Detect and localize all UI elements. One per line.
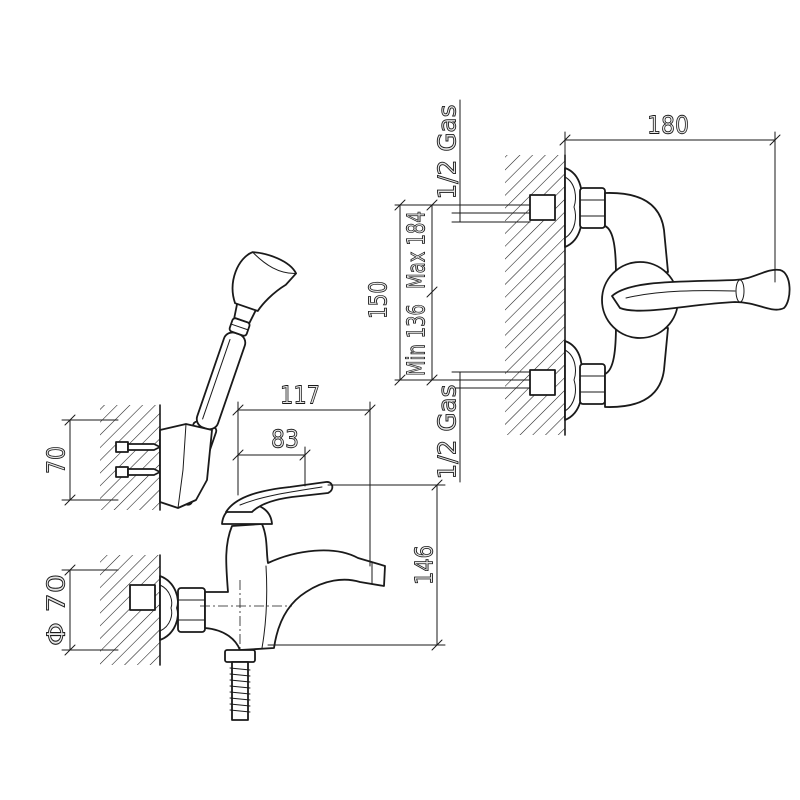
dimension-tick bbox=[394, 374, 406, 386]
front-view bbox=[505, 154, 791, 436]
dim-label-depth-spout: 83 bbox=[271, 425, 299, 454]
screw-shank bbox=[127, 443, 161, 451]
mixer-body-seam bbox=[261, 565, 268, 649]
screw-head bbox=[115, 466, 129, 478]
front-upper-nut bbox=[579, 187, 606, 229]
dim-label-center-distance: 150 bbox=[364, 281, 393, 319]
dimension-tick bbox=[426, 199, 438, 211]
dim-label-rosette-diameter: Φ 70 bbox=[42, 574, 71, 646]
thread-line bbox=[229, 691, 251, 695]
dim-label-max: Max 184 bbox=[402, 211, 431, 289]
dim-label-holder-height: 70 bbox=[42, 446, 71, 474]
dim-label-min: Min 136 bbox=[402, 304, 431, 376]
dim-label-height: 146 bbox=[410, 545, 439, 585]
dim-label-depth-total: 117 bbox=[280, 381, 320, 410]
dimension-tick bbox=[394, 199, 406, 211]
thread-line bbox=[229, 673, 251, 677]
hand-shower-collar-band bbox=[230, 323, 249, 331]
side-escutcheon bbox=[159, 575, 179, 641]
front-lower-nut bbox=[579, 363, 606, 405]
front-lever-groove bbox=[625, 290, 736, 299]
front-dimensions: 180 1/2 Gas Max 184 150 Min 136 1/2 Gas bbox=[363, 99, 781, 483]
dimension-tick bbox=[64, 414, 76, 426]
thread-line bbox=[229, 679, 251, 683]
hand-shower-head bbox=[231, 251, 297, 312]
front-lower-escutcheon-edge bbox=[564, 349, 576, 412]
thread-line bbox=[229, 667, 251, 671]
hand-shower-holder-bracket bbox=[159, 423, 213, 509]
dimension-tick bbox=[364, 404, 376, 416]
thread-line bbox=[229, 697, 251, 701]
front-upper-escutcheon-edge bbox=[564, 176, 576, 239]
hand-shower-grip-detail bbox=[202, 339, 231, 420]
front-lever-ring bbox=[735, 279, 745, 303]
dimension-tick bbox=[431, 639, 443, 651]
front-upper-arm bbox=[604, 192, 669, 277]
dimension-tick bbox=[769, 134, 781, 146]
hand-shower-head-face bbox=[252, 251, 297, 274]
dimension-tick bbox=[426, 374, 438, 386]
thread-line bbox=[229, 703, 251, 707]
hose-connector-nut bbox=[224, 649, 256, 663]
dim-label-front-width: 180 bbox=[647, 111, 689, 140]
dimension-tick bbox=[299, 449, 311, 461]
dimension-tick bbox=[559, 134, 571, 146]
holder-bracket-edge bbox=[177, 423, 187, 509]
holder-screw bbox=[115, 441, 161, 453]
dimension-tick bbox=[64, 644, 76, 656]
dimension-tick bbox=[232, 404, 244, 416]
screw-shank bbox=[127, 468, 161, 476]
side-upper-wall-hatch bbox=[100, 405, 160, 510]
dimension-tick bbox=[64, 494, 76, 506]
dim-label-bottom-thread: 1/2 Gas bbox=[433, 385, 462, 480]
lever-handle-groove bbox=[239, 486, 323, 506]
dimension-tick bbox=[232, 449, 244, 461]
side-nut bbox=[177, 587, 206, 633]
front-lower-arm bbox=[604, 323, 669, 408]
thread-line bbox=[229, 709, 251, 713]
side-dimensions: 117 83 70 146 Φ 70 bbox=[41, 380, 446, 656]
thread-line bbox=[229, 685, 251, 689]
side-view bbox=[100, 251, 386, 721]
side-inlet bbox=[129, 584, 156, 611]
dim-label-top-thread: 1/2 Gas bbox=[433, 105, 462, 200]
screw-head bbox=[115, 441, 129, 453]
holder-screw bbox=[115, 466, 161, 478]
dimension-tick bbox=[64, 564, 76, 576]
side-escutcheon-edge bbox=[159, 584, 173, 632]
dimension-tick bbox=[431, 479, 443, 491]
front-lower-inlet bbox=[529, 369, 556, 396]
front-upper-inlet bbox=[529, 194, 556, 221]
dimension-tick bbox=[426, 286, 438, 298]
hose-thread-lines bbox=[229, 667, 251, 713]
